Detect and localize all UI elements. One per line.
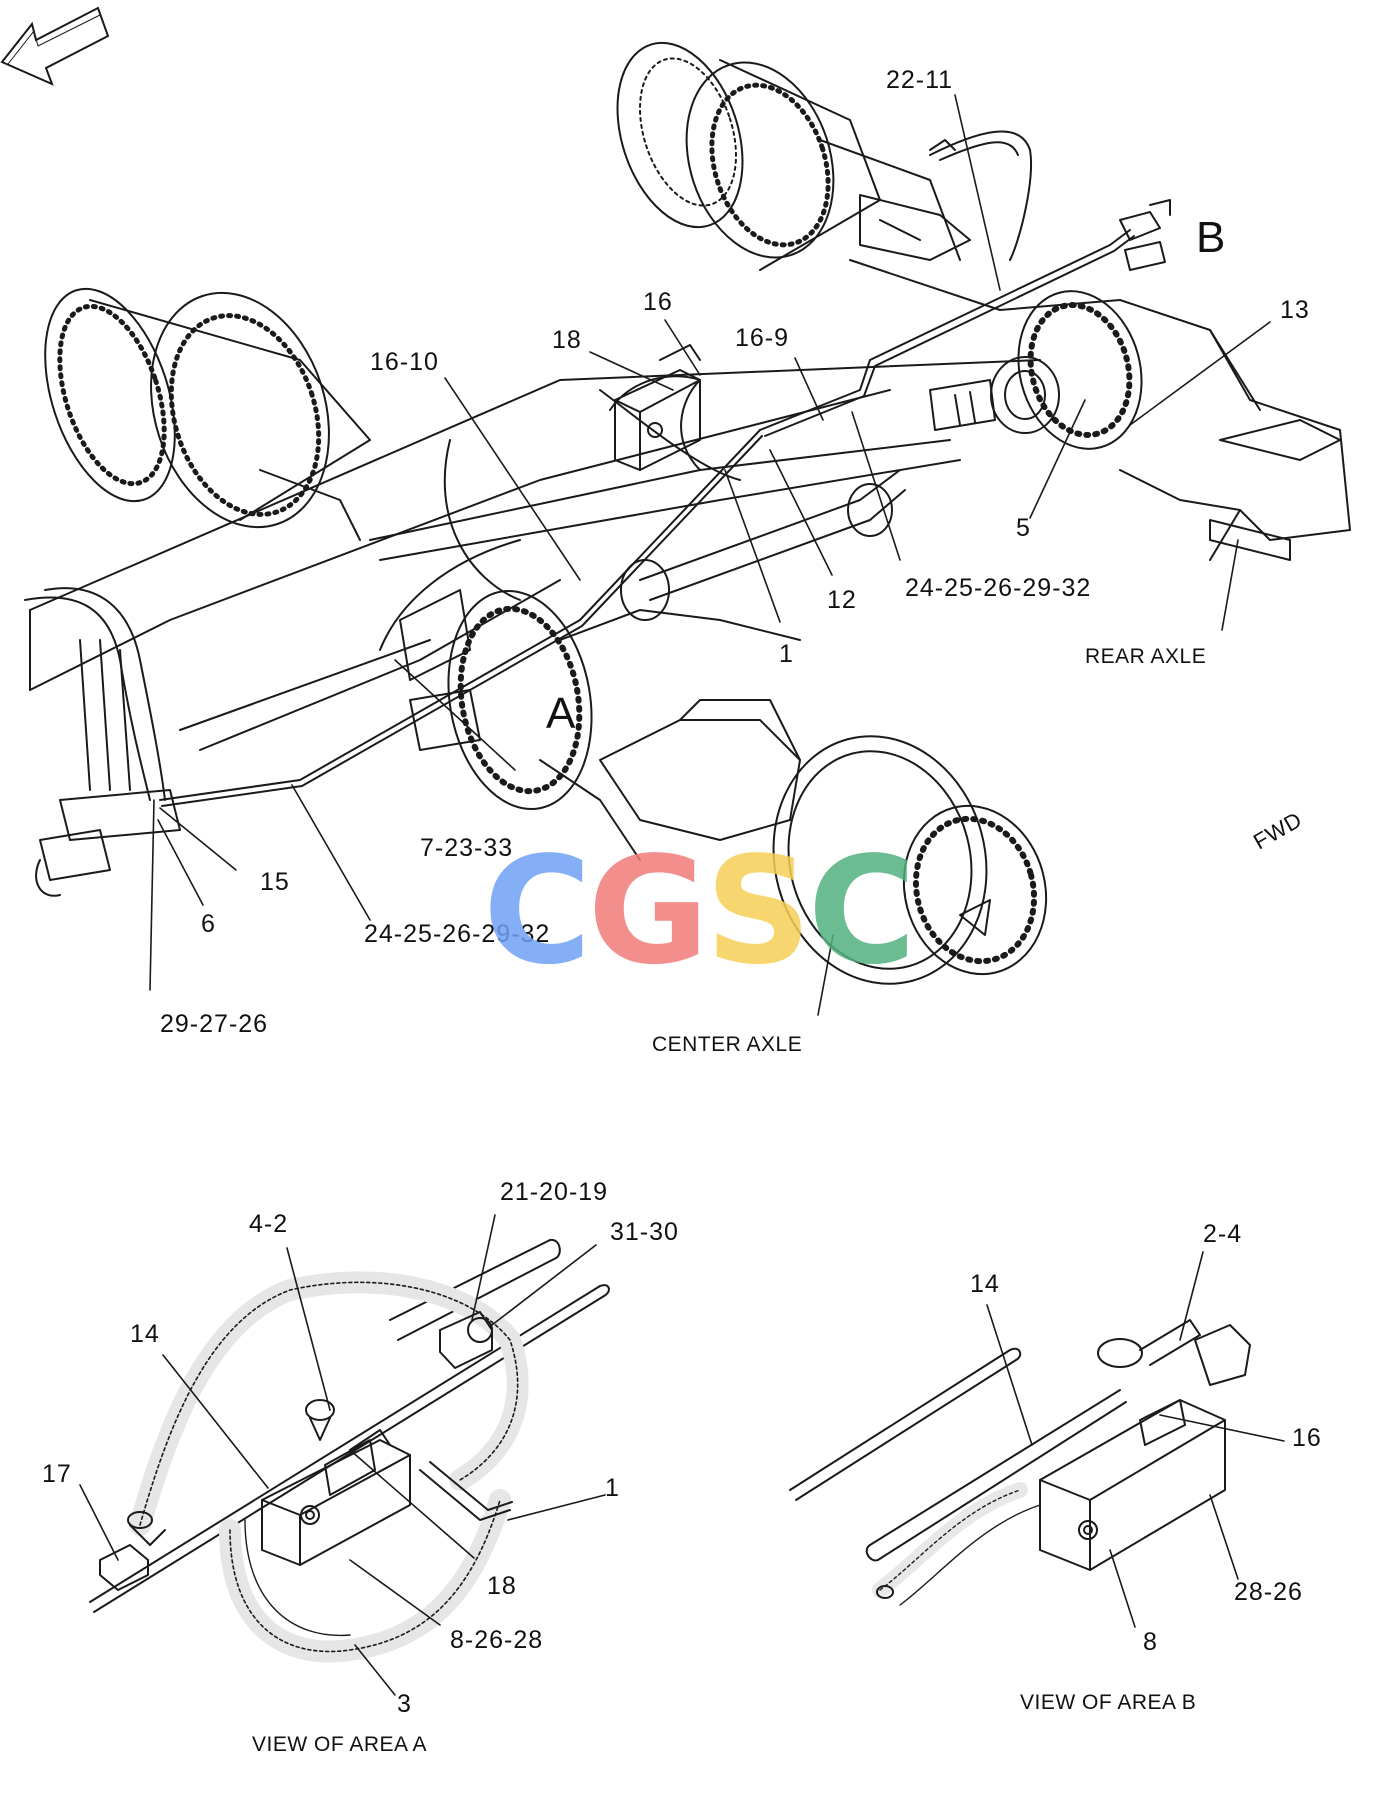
callout-8-b: 8 [1143, 1628, 1158, 1656]
callout-4-2: 4-2 [249, 1210, 289, 1238]
callout-24-right: 24-25-26-29-32 [905, 574, 1092, 602]
center-axle-drawing [24, 287, 1048, 985]
callout-21-20-19: 21-20-19 [500, 1178, 609, 1206]
rear-axle-drawing [616, 41, 1351, 561]
callout-22-11: 22-11 [886, 66, 954, 94]
brake-line-center [159, 375, 763, 807]
callout-13: 13 [1280, 296, 1310, 324]
watermark-letter-2: G [587, 825, 710, 997]
callout-1-a: 1 [605, 1474, 620, 1502]
view-area-b-drawing [789, 1251, 1285, 1628]
callout-18-a: 18 [487, 1572, 517, 1600]
callout-12: 12 [827, 586, 857, 614]
callout-8-26-28: 8-26-28 [450, 1626, 544, 1654]
caption-center-axle: CENTER AXLE [652, 1033, 803, 1056]
leader-lines-upper [149, 94, 1271, 1016]
watermark-letter-4: C [807, 825, 917, 997]
watermark-logo: CGSC [483, 825, 917, 997]
caption-view-area-a: VIEW OF AREA A [252, 1733, 428, 1756]
callout-1-top: 1 [779, 640, 794, 668]
caption-view-area-b: VIEW OF AREA B [1020, 1691, 1197, 1714]
callout-7-23-33: 7-23-33 [420, 834, 514, 862]
callout-16-10: 16-10 [370, 348, 439, 376]
callout-14-a: 14 [130, 1320, 160, 1348]
callout-3: 3 [397, 1690, 412, 1718]
callout-area-b: B [1196, 213, 1226, 262]
callout-16-9: 16-9 [735, 324, 790, 352]
callout-18-top: 18 [552, 326, 582, 354]
caption-rear-axle: REAR AXLE [1085, 645, 1207, 668]
callout-28-26: 28-26 [1234, 1578, 1303, 1606]
callout-15: 15 [260, 868, 290, 896]
callout-31-30: 31-30 [610, 1218, 679, 1246]
callout-14-b: 14 [970, 1270, 1000, 1298]
watermark-letter-1: C [483, 825, 592, 997]
callout-16-b: 16 [1292, 1424, 1322, 1452]
callout-24-left: 24-25-26-29-32 [364, 920, 551, 948]
fwd-arrow-icon [0, 6, 110, 86]
callout-29-27-26: 29-27-26 [160, 1010, 269, 1038]
relay-valve-top [614, 344, 701, 471]
callout-2-4: 2-4 [1203, 1220, 1243, 1248]
view-area-a-drawing [79, 1214, 610, 1696]
watermark-letter-3: S [705, 825, 812, 997]
callout-16-top: 16 [643, 288, 673, 316]
callout-5: 5 [1016, 514, 1031, 542]
callout-area-a: A [546, 689, 576, 738]
callout-17: 17 [42, 1460, 72, 1488]
callout-6: 6 [201, 910, 216, 938]
